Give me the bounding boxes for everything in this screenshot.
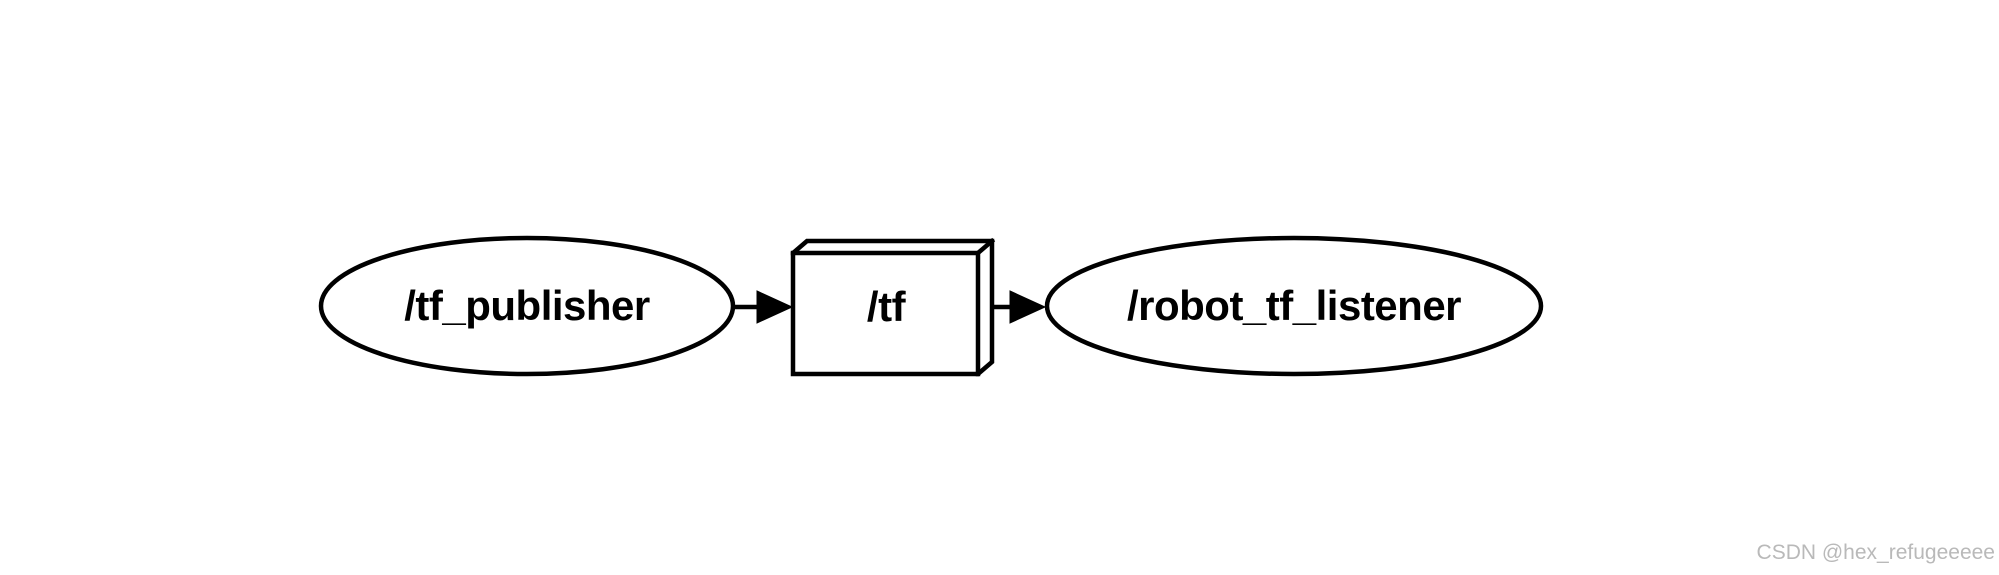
ellipse-shape bbox=[318, 235, 736, 377]
node-tf-publisher: /tf_publisher bbox=[318, 235, 736, 377]
watermark: CSDN @hex_refugeeeee bbox=[1757, 541, 1995, 564]
node-label: /robot_tf_listener bbox=[1127, 282, 1461, 329]
arrowhead-icon bbox=[1009, 290, 1047, 324]
box3d-corner-edge bbox=[974, 237, 996, 257]
arrowhead-icon bbox=[756, 290, 794, 324]
ellipse-shape bbox=[1044, 235, 1544, 377]
node-label: /tf bbox=[867, 283, 907, 330]
node-tf-topic-box: /tf bbox=[790, 237, 996, 377]
edge-publisher-to-tf bbox=[732, 290, 794, 324]
node-robot-tf-listener: /robot_tf_listener bbox=[1044, 235, 1544, 377]
node-label: /tf_publisher bbox=[404, 282, 650, 329]
edge-tf-to-listener bbox=[992, 290, 1047, 324]
